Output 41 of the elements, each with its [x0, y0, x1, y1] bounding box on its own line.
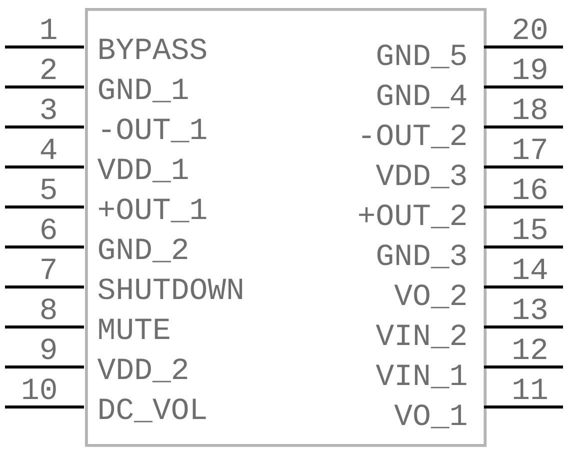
- pin-number: 3: [41, 98, 56, 120]
- pin-name: -OUT_1: [102, 118, 206, 142]
- pin-name: GND_2: [98, 238, 188, 262]
- pin-name: GND_5: [377, 44, 466, 68]
- pin-name: VDD_2: [97, 358, 188, 382]
- chip-body: [85, 8, 487, 447]
- pin-number: 19: [514, 58, 546, 80]
- pin-number: 7: [42, 258, 56, 279]
- pin-number: 13: [514, 298, 546, 320]
- pin-number: 18: [514, 98, 546, 120]
- pin-name: VDD_1: [97, 158, 188, 182]
- pin-number: 5: [41, 178, 56, 200]
- pin-number: 20: [514, 18, 547, 40]
- pin-name: GND_3: [377, 244, 466, 268]
- pin-number: 15: [514, 218, 546, 240]
- pin-name: MUTE: [99, 318, 170, 340]
- pin-number: 10: [23, 378, 56, 400]
- pin-name: +OUT_1: [99, 198, 206, 222]
- pin-name: DC_VOL: [100, 398, 206, 422]
- pin-number: 6: [42, 218, 56, 240]
- pin-name: VO_2: [394, 284, 466, 308]
- pin-name: VO_1: [394, 404, 466, 428]
- pin-name: SHUTDOWN: [98, 278, 242, 300]
- pin-number: 12: [514, 338, 546, 359]
- pin-name: GND_4: [377, 84, 466, 108]
- pin-name: +OUT_2: [359, 204, 466, 228]
- pin-number: 11: [514, 378, 547, 399]
- pin-number: 17: [514, 138, 546, 159]
- pin-name: VIN_2: [376, 324, 466, 348]
- pin-name: GND_1: [98, 78, 188, 102]
- pin-number: 1: [42, 18, 56, 39]
- pin-name: -OUT_2: [362, 124, 466, 148]
- pin-number: 14: [514, 258, 547, 279]
- pin-number: 16: [514, 178, 546, 200]
- pin-number: 4: [40, 138, 56, 159]
- pin-number: 2: [42, 58, 56, 79]
- pin-number: 8: [41, 298, 56, 320]
- pin-name: VIN_1: [376, 364, 466, 388]
- pin-name: BYPASS: [100, 38, 206, 60]
- pin-name: VDD_3: [376, 164, 466, 188]
- pin-number: 9: [41, 338, 56, 360]
